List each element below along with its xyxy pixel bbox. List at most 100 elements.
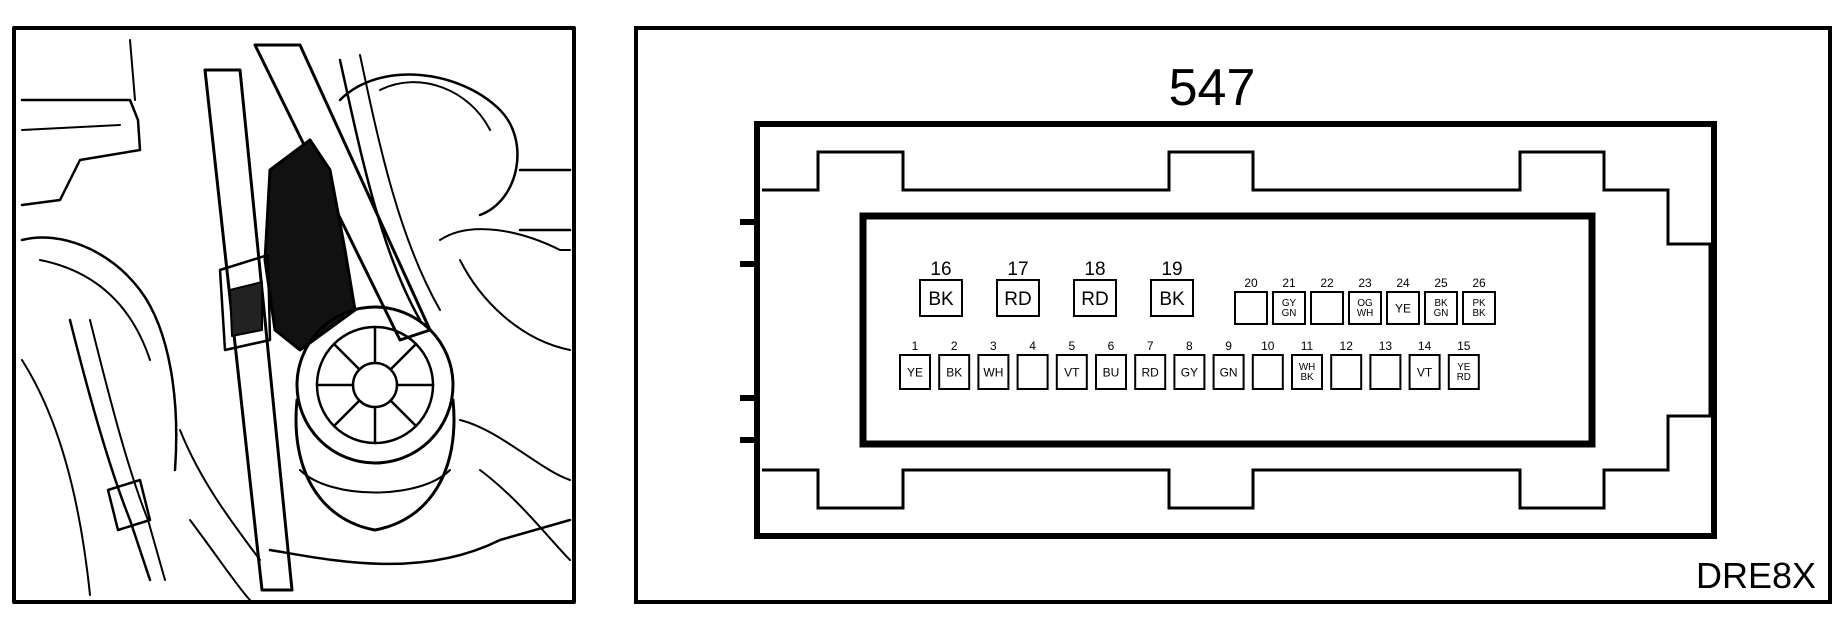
pin-cavity xyxy=(1212,354,1245,390)
pin-cavity xyxy=(977,354,1010,390)
pin-cavity xyxy=(1310,291,1344,325)
pin-2: 2BK xyxy=(938,339,971,390)
reference-code: DRE8X xyxy=(1696,555,1816,596)
pin-3: 3WH xyxy=(977,339,1010,390)
pin-cavity xyxy=(1095,354,1127,390)
pin-cavity xyxy=(1055,354,1088,390)
pin-cavity xyxy=(1330,354,1363,390)
pin-number: 19 xyxy=(1161,259,1182,280)
pin-cavity xyxy=(938,354,971,390)
pin-number: 16 xyxy=(930,259,951,280)
diagram-frame xyxy=(634,26,1832,604)
pin-1: 1YE xyxy=(899,339,931,390)
locking-tabs xyxy=(740,219,757,443)
pin-wire-color: GN xyxy=(1220,365,1238,379)
pin-cavity xyxy=(1073,279,1117,317)
pin-cavity xyxy=(1150,279,1194,317)
pin-number: 5 xyxy=(1068,339,1075,353)
pin-wire-color: VT xyxy=(1064,365,1080,379)
pin-4: 4 xyxy=(1016,339,1049,390)
pin-number: 23 xyxy=(1358,276,1372,290)
pin-wire-color: GY xyxy=(1181,365,1198,379)
pin-wire-color: WH xyxy=(983,365,1003,379)
pin-cavity xyxy=(1447,354,1480,390)
pin-number: 12 xyxy=(1340,339,1354,353)
reservoir-cap xyxy=(294,305,456,532)
pin-wire-color: RD xyxy=(1142,365,1160,379)
pin-number: 2 xyxy=(951,339,958,353)
pin-wire-color: RD xyxy=(1004,289,1031,310)
pin-number: 7 xyxy=(1147,339,1154,353)
pin-cavity xyxy=(1369,354,1402,390)
pin-cavity xyxy=(1134,354,1167,390)
pin-number: 3 xyxy=(990,339,997,353)
pin-5: 5VT xyxy=(1055,339,1088,390)
pin-number: 22 xyxy=(1320,276,1334,290)
pin-cavity xyxy=(1386,291,1420,325)
pin-wire-color: VT xyxy=(1417,365,1433,379)
pin-cavity xyxy=(1251,354,1284,390)
pin-cavity xyxy=(919,279,963,317)
pin-number: 10 xyxy=(1261,339,1275,353)
pin-number: 18 xyxy=(1084,259,1105,280)
pin-number: 11 xyxy=(1301,339,1314,353)
pin-8: 8GY xyxy=(1173,339,1206,390)
pin-cavity xyxy=(1272,291,1306,325)
illustration-frame xyxy=(12,26,576,604)
pin-12: 12 xyxy=(1330,339,1363,390)
pin-wire-color: BK xyxy=(928,289,954,310)
pin-cavity xyxy=(1424,291,1458,325)
pin-number: 14 xyxy=(1418,339,1432,353)
pin-cavity xyxy=(1348,291,1382,325)
pin-13: 13 xyxy=(1369,339,1402,390)
pin-number: 17 xyxy=(1007,259,1028,280)
pin-wire-color: RD xyxy=(1081,289,1108,310)
pin-number: 26 xyxy=(1472,276,1486,290)
pin-10: 10 xyxy=(1251,339,1284,390)
pin-wire-color: BK xyxy=(1159,289,1185,310)
pin-cavity xyxy=(1462,291,1496,325)
pin-cavity xyxy=(1234,291,1268,325)
pin-number: 20 xyxy=(1244,276,1258,290)
pin-cavity xyxy=(1016,354,1049,390)
connector-number: 547 xyxy=(1169,59,1256,117)
pin-wire-color: YE xyxy=(1395,301,1411,315)
pin-number: 6 xyxy=(1108,339,1115,353)
pin-9: 9GN xyxy=(1212,339,1245,390)
pin-number: 4 xyxy=(1029,339,1036,353)
pin-20: 20 xyxy=(1234,276,1268,325)
pin-wire-color: BK xyxy=(946,365,962,379)
connector-housing xyxy=(754,121,1717,539)
pin-cavity xyxy=(899,354,931,390)
pin-number: 24 xyxy=(1396,276,1410,290)
pin-cavity-area xyxy=(859,212,1596,448)
connector-outline xyxy=(762,150,1712,510)
pin-wire-color: BU xyxy=(1103,365,1120,379)
pin-cavity xyxy=(1173,354,1206,390)
pin-cavity xyxy=(1291,354,1323,390)
pin-wire-color: YE xyxy=(907,365,923,379)
location-illustration xyxy=(12,26,576,604)
pin-7: 7RD xyxy=(1134,339,1167,390)
pin-number: 1 xyxy=(912,339,919,353)
pin-number: 25 xyxy=(1434,276,1448,290)
